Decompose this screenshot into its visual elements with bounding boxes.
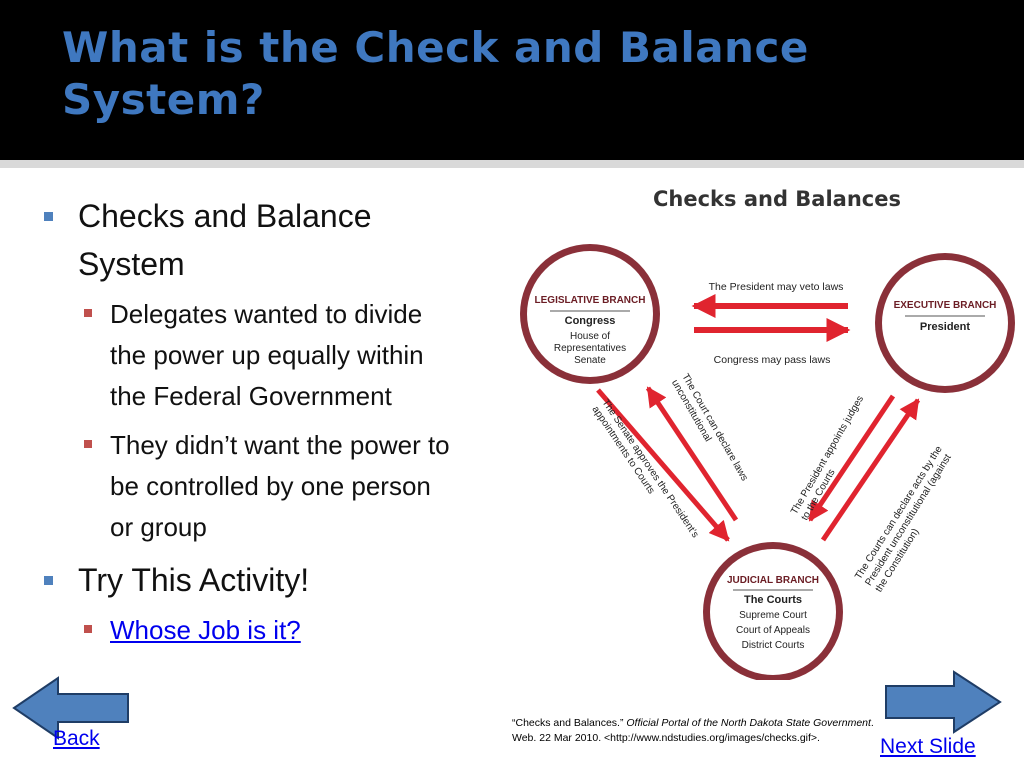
citation-prefix: “Checks and Balances.” <box>512 717 627 729</box>
citation-source: Official Portal of the North Dakota Stat… <box>626 717 871 729</box>
veto-label: The President may veto laws <box>709 281 844 293</box>
sub-bullet-item: Delegates wanted to divide the power up … <box>40 294 460 417</box>
svg-text:The Courts can declare acts by: The Courts can declare acts by the Presi… <box>853 442 966 594</box>
court-laws-label: The Court can declare laws <box>679 372 749 483</box>
back-arrow-button[interactable] <box>12 676 132 740</box>
right-arrow-icon <box>885 670 1002 734</box>
square-bullet-icon <box>84 440 92 448</box>
judicial-line: District Courts <box>742 640 805 651</box>
legislative-line: Representatives <box>554 343 626 354</box>
slide-title: What is the Check and Balance System? <box>62 23 809 124</box>
legislative-name: Congress <box>565 315 616 327</box>
square-bullet-icon <box>84 309 92 317</box>
bullet-item: Checks and Balance System <box>40 192 460 288</box>
square-bullet-icon <box>44 212 53 221</box>
next-slide-link[interactable]: Next Slide <box>880 735 976 758</box>
bullet-text: Checks and Balance System <box>78 198 372 282</box>
pass-laws-label: Congress may pass laws <box>714 354 831 366</box>
judicial-line: Supreme Court <box>739 610 807 621</box>
square-bullet-icon <box>44 576 53 585</box>
legislative-line: Senate <box>574 355 606 366</box>
judicial-heading: JUDICIAL BRANCH <box>727 575 819 586</box>
legislative-line: House of <box>570 331 610 342</box>
judicial-line: Court of Appeals <box>736 625 810 636</box>
square-bullet-icon <box>84 625 92 633</box>
judicial-branch-circle: JUDICIAL BRANCH The Courts Supreme Court… <box>703 542 843 680</box>
bullet-text: Try This Activity! <box>78 562 310 598</box>
slide-content: Checks and Balance System Delegates want… <box>0 168 1024 768</box>
executive-name: President <box>920 321 970 333</box>
sub-bullet-text: Delegates wanted to divide the power up … <box>110 299 424 411</box>
whose-job-link[interactable]: Whose Job is it? <box>110 615 301 645</box>
back-link[interactable]: Back <box>53 727 100 750</box>
bullet-list: Checks and Balance System Delegates want… <box>40 192 460 659</box>
svg-text:The Senate approves the Presid: The Senate approves the President’s appo… <box>590 398 703 549</box>
citation-suffix: . <box>870 717 874 729</box>
sub-bullet-item: Whose Job is it? <box>40 610 460 651</box>
pass-laws-arrow: Congress may pass laws <box>694 318 851 366</box>
bullet-item: Try This Activity! <box>40 556 460 604</box>
image-citation: “Checks and Balances.” Official Portal o… <box>512 716 882 746</box>
senate-label: The Senate approves the President’s <box>600 398 701 540</box>
judicial-name: The Courts <box>744 594 802 606</box>
svg-text:The Court can declare laws: The Court can declare laws unconstitutio… <box>669 372 751 491</box>
executive-branch-circle: EXECUTIVE BRANCH President <box>875 253 1015 393</box>
left-arrow-icon <box>12 676 129 740</box>
veto-arrow: The President may veto laws <box>691 281 848 318</box>
legislative-heading: LEGISLATIVE BRANCH <box>535 295 646 306</box>
sub-bullet-text: They didn’t want the power to be control… <box>110 430 450 542</box>
courts-acts-label: President unconstitutional (against <box>863 452 953 588</box>
diagram-title: Checks and Balances <box>653 187 901 211</box>
svg-text:The President appoints judges: The President appoints judges to the Cou… <box>789 392 878 523</box>
sub-bullet-item: They didn’t want the power to be control… <box>40 425 460 548</box>
next-arrow-button[interactable] <box>884 670 1004 734</box>
citation-line2: Web. 22 Mar 2010. <http://www.ndstudies.… <box>512 732 820 744</box>
executive-heading: EXECUTIVE BRANCH <box>894 300 997 311</box>
checks-and-balances-diagram: Checks and Balances LEGISLATIVE BRANCH C… <box>520 187 1015 680</box>
legislative-branch-circle: LEGISLATIVE BRANCH Congress House of Rep… <box>520 244 660 384</box>
title-bar: What is the Check and Balance System? <box>0 0 1024 160</box>
